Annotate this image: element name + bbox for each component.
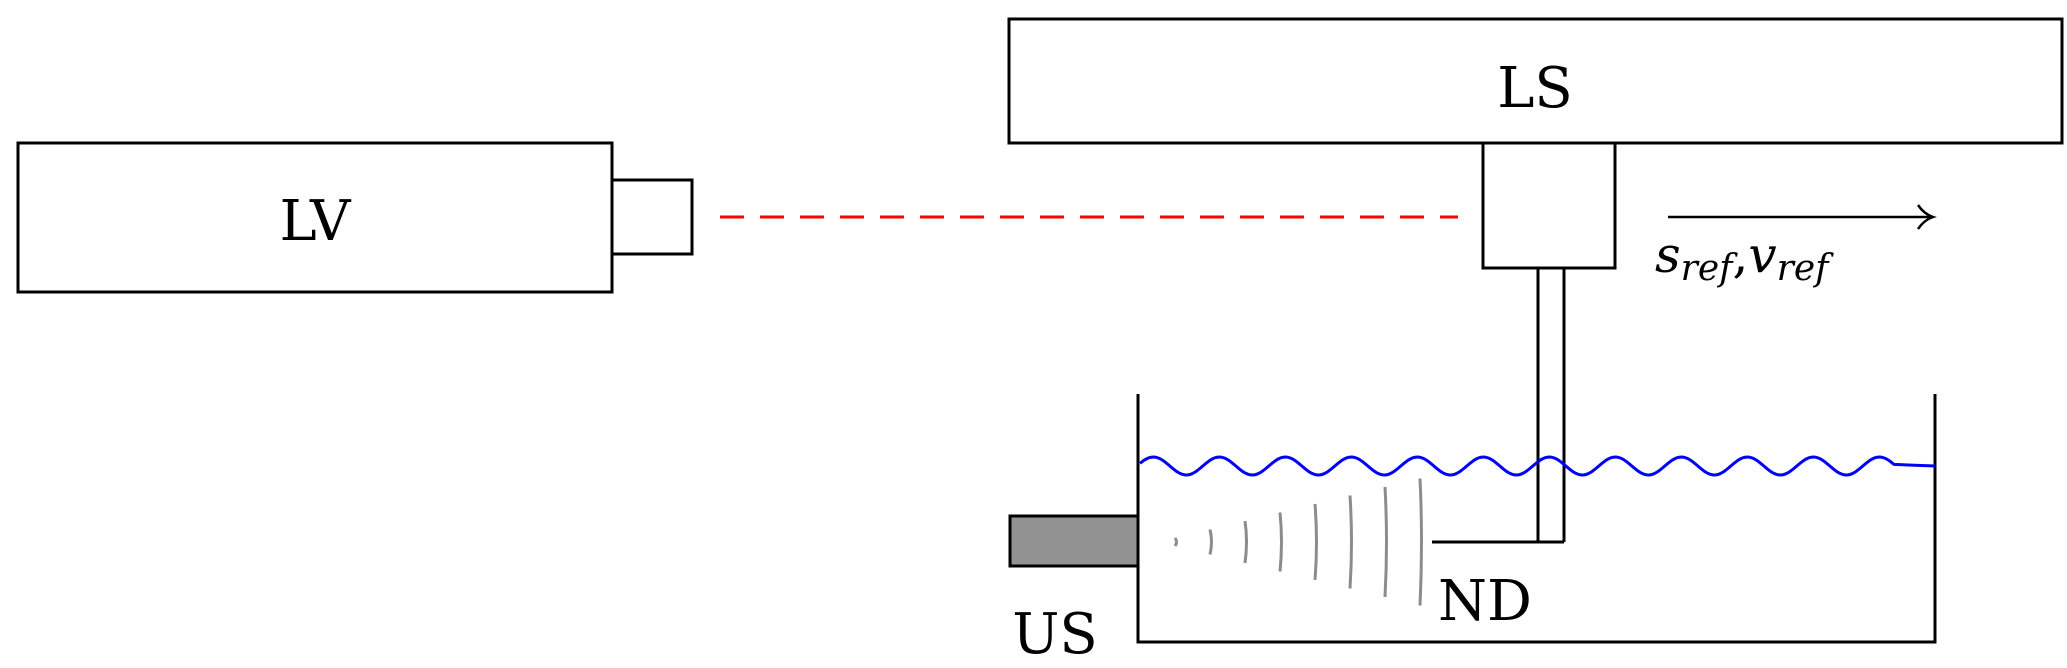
holder-block (1481, 141, 1617, 270)
velocity-label: sref,vref (1655, 226, 1834, 289)
lv-label: LV (280, 189, 353, 254)
laser-vibrometer-head (610, 178, 694, 256)
ls-label: LS (1497, 56, 1573, 121)
sound-wave-arc (1173, 537, 1178, 547)
sound-wave-arc (1383, 486, 1388, 598)
nd-label: ND (1438, 569, 1532, 634)
water-surface (1139, 455, 1936, 477)
us-label: US (1012, 602, 1098, 667)
sound-wave-arc (1313, 503, 1318, 581)
sound-wave-arc (1348, 495, 1353, 589)
sound-wave-arc (1243, 520, 1248, 564)
sound-waves (1173, 478, 1423, 606)
sound-wave-arc (1418, 478, 1423, 606)
sound-wave-arc (1208, 529, 1213, 555)
ultrasound-source (1008, 514, 1140, 568)
motion-arrow (1668, 204, 1937, 230)
sound-wave-arc (1278, 512, 1283, 572)
